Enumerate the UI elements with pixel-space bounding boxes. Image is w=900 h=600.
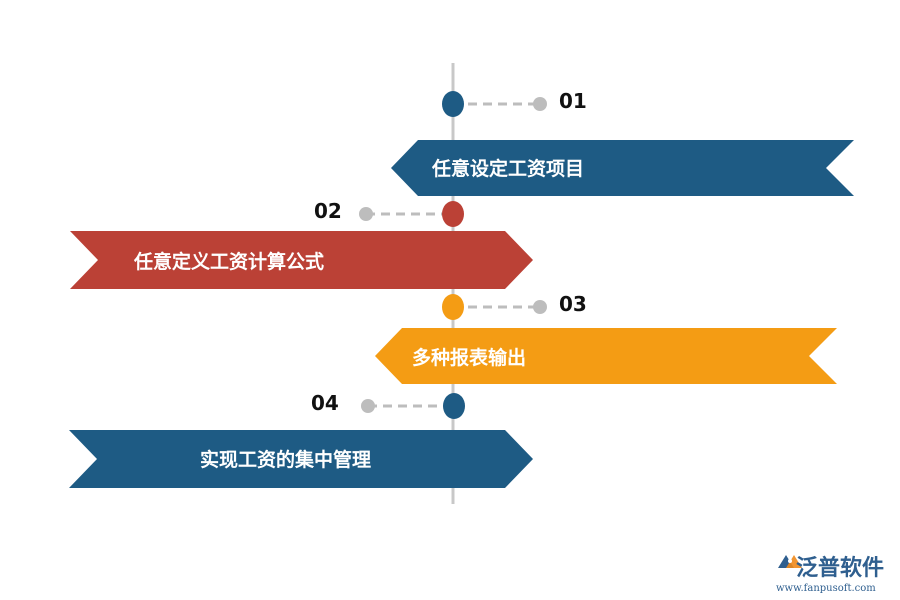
step-02: 02 任意定义工资计算公式 — [70, 199, 533, 289]
step-04-banner — [69, 430, 533, 488]
step-03-end-dot — [533, 300, 547, 314]
step-04: 04 实现工资的集中管理 — [69, 391, 533, 488]
step-01-end-dot — [533, 97, 547, 111]
step-03-label: 多种报表输出 — [412, 346, 526, 369]
step-02-node — [442, 201, 464, 227]
step-02-number: 02 — [314, 199, 342, 223]
step-04-number: 04 — [311, 391, 339, 415]
step-01-label: 任意设定工资项目 — [431, 157, 584, 180]
step-01: 01 任意设定工资项目 — [391, 89, 854, 196]
logo-url: www.fanpusoft.com — [776, 583, 876, 594]
step-04-node — [443, 393, 465, 419]
step-01-banner — [391, 140, 854, 196]
step-03-node — [442, 294, 464, 320]
step-03-banner — [375, 328, 837, 384]
logo-mark-icon — [778, 555, 802, 568]
step-04-end-dot — [361, 399, 375, 413]
logo-name: 泛普软件 — [796, 555, 884, 581]
step-02-label: 任意定义工资计算公式 — [133, 250, 324, 273]
step-04-label: 实现工资的集中管理 — [200, 448, 371, 471]
step-02-end-dot — [359, 207, 373, 221]
step-03-number: 03 — [559, 292, 587, 316]
step-01-number: 01 — [559, 89, 587, 113]
brand-logo: 泛普软件 www.fanpusoft.com — [776, 555, 884, 594]
step-01-node — [442, 91, 464, 117]
step-02-banner — [70, 231, 533, 289]
step-03: 03 多种报表输出 — [375, 292, 837, 384]
